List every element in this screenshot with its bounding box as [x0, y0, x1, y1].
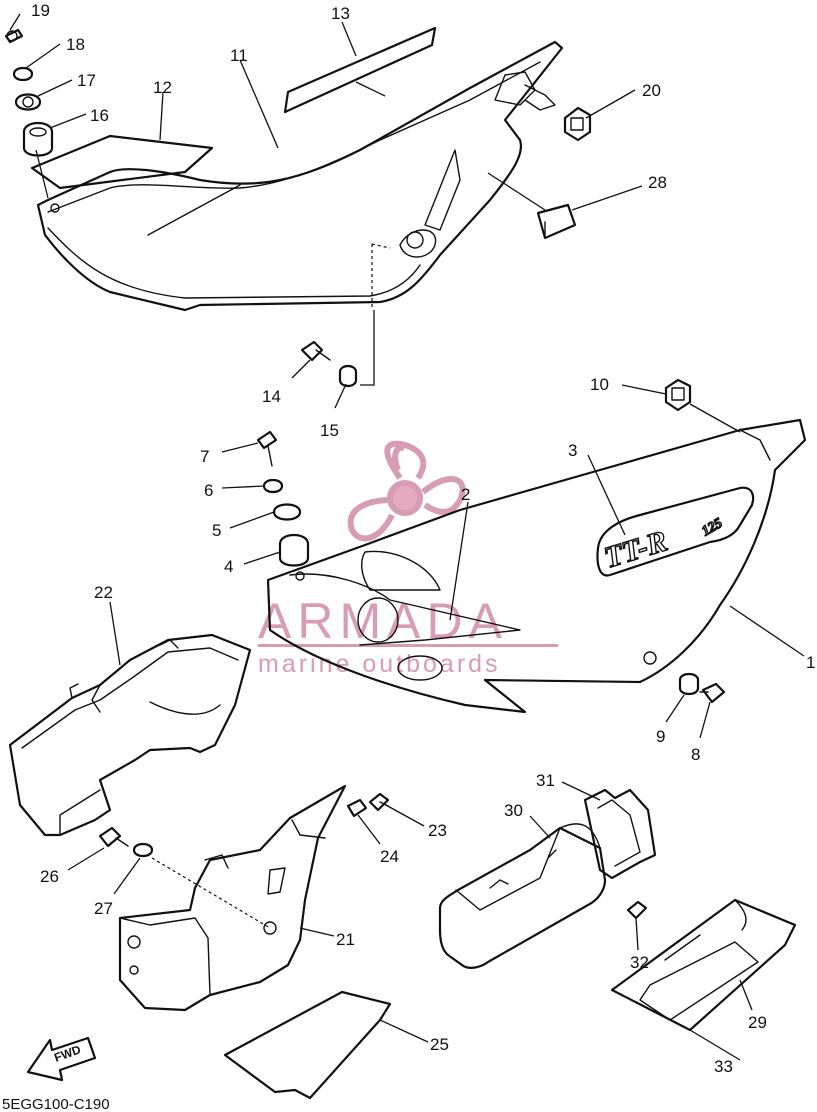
callout-22: 22 [94, 583, 113, 602]
callout-2: 2 [461, 485, 470, 504]
callout-20: 20 [642, 81, 661, 100]
callout-15: 15 [320, 421, 339, 440]
callout-17: 17 [77, 71, 96, 90]
callout-18: 18 [66, 35, 85, 54]
decal-part-3: TT-R 125 [596, 486, 755, 577]
watermark-brand: ARMADA [258, 593, 508, 649]
callout-1: 1 [806, 653, 815, 672]
callout-12: 12 [153, 78, 172, 97]
propeller-logo-icon [347, 440, 466, 542]
fastener-stack-4-7 [256, 430, 310, 567]
cover-29-33 [610, 898, 797, 1032]
fasteners-23-27 [98, 792, 390, 858]
screw-part-14 [300, 340, 331, 362]
grommet-part-20 [563, 106, 592, 142]
callout-3: 3 [568, 441, 577, 460]
decal-small-text: 125 [700, 516, 726, 539]
callout-14: 14 [262, 387, 281, 406]
callout-28: 28 [648, 173, 667, 192]
collar-part-15 [338, 364, 358, 388]
leader-lines [9, 13, 805, 1061]
callout-6: 6 [204, 481, 213, 500]
callout-5: 5 [212, 521, 221, 540]
callout-numbers: 19 18 17 16 12 11 13 20 28 14 15 10 7 6 … [31, 1, 815, 1076]
callout-26: 26 [40, 867, 59, 886]
callout-30: 30 [504, 801, 523, 820]
callout-11: 11 [230, 46, 248, 65]
callout-8: 8 [691, 745, 700, 764]
grommet-part-10 [664, 378, 692, 412]
pad-part-28 [536, 203, 577, 240]
bracket-part-22 [8, 633, 252, 837]
fastener-stack-16-19 [4, 28, 54, 157]
callout-16: 16 [90, 106, 109, 125]
fwd-label: FWD [52, 1042, 83, 1065]
callout-13: 13 [331, 4, 350, 23]
watermark-tagline: marine outboards [258, 650, 501, 678]
callout-9: 9 [656, 727, 665, 746]
forward-arrow-icon: FWD [26, 1036, 97, 1082]
callout-10: 10 [590, 375, 609, 394]
decal-part-13 [283, 26, 437, 114]
sheet-part-25 [223, 990, 392, 1100]
callout-4: 4 [224, 557, 233, 576]
tool-bag-30-32 [438, 788, 657, 969]
decal-part-12 [30, 134, 214, 190]
watermark: ARMADA marine outboards [258, 440, 558, 678]
callout-32: 32 [630, 953, 649, 972]
watermark-rule [258, 644, 558, 647]
toolbox-part-21 [118, 784, 347, 1012]
callout-33: 33 [714, 1057, 733, 1076]
side-cover-main [266, 418, 807, 714]
side-cover-upper [36, 40, 564, 312]
callout-31: 31 [536, 771, 555, 790]
callout-23: 23 [428, 821, 447, 840]
callout-24: 24 [380, 847, 399, 866]
callout-25: 25 [430, 1035, 449, 1054]
callout-19: 19 [31, 1, 50, 20]
diagram-code: 5EGG100-C190 [2, 1096, 110, 1112]
callout-29: 29 [748, 1013, 767, 1032]
callout-21: 21 [336, 930, 355, 949]
callout-7: 7 [200, 447, 209, 466]
callout-27: 27 [94, 899, 113, 918]
fasteners-8-9 [678, 672, 726, 704]
